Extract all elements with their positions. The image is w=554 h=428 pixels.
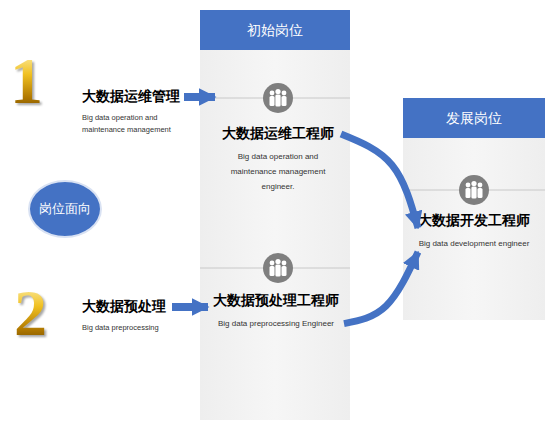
separator-line [200,98,350,99]
flow-arrow [341,134,418,228]
field-title-english: Big data operation and maintenance manag… [82,112,184,136]
job-title-english: Big data development engineer [418,236,530,251]
field-title: 大数据运维管理 [82,88,184,106]
separator-line [200,268,350,269]
flow-arrow [184,93,215,101]
position-column: 初始岗位大数据运维工程师 Big data operation and maint… [200,10,350,420]
people-icon [263,83,293,113]
field-title: 大数据预处理 [82,298,172,316]
orientation-ellipse: 岗位面向 [28,180,102,238]
column-header: 初始岗位 [200,10,350,50]
field-item: 大数据运维管理 Big data operation and maintenanc… [82,88,184,148]
position-column: 发展岗位大数据开发工程师 Big data development enginee… [403,98,545,320]
job-title: 大数据开发工程师 [418,212,530,230]
flow-arrow [172,303,208,311]
flow-arrow [344,252,418,324]
ellipse-label: 岗位面向 [39,200,91,218]
column-header: 发展岗位 [403,98,545,138]
job-title-english: Big data preprocessing Engineer [208,316,344,331]
job-title: 大数据运维工程师 [215,125,341,143]
people-icon [263,253,293,283]
callout-number: 1 [10,48,43,114]
job-title: 大数据预处理工程师 [208,292,344,310]
field-item: 大数据预处理 Big data preprocessing [82,298,172,343]
job-entry: 大数据预处理工程师 Big data preprocessing Engineer [208,252,344,362]
field-title-english: Big data preprocessing [82,322,172,334]
people-icon [459,175,489,205]
job-entry: 大数据开发工程师 Big data development engineer [418,172,530,282]
callout-number: 2 [14,280,47,346]
job-entry: 大数据运维工程师 Big data operation and maintenan… [215,82,341,200]
separator-line [403,190,545,191]
job-title-english: Big data operation and maintenance manag… [215,149,341,195]
